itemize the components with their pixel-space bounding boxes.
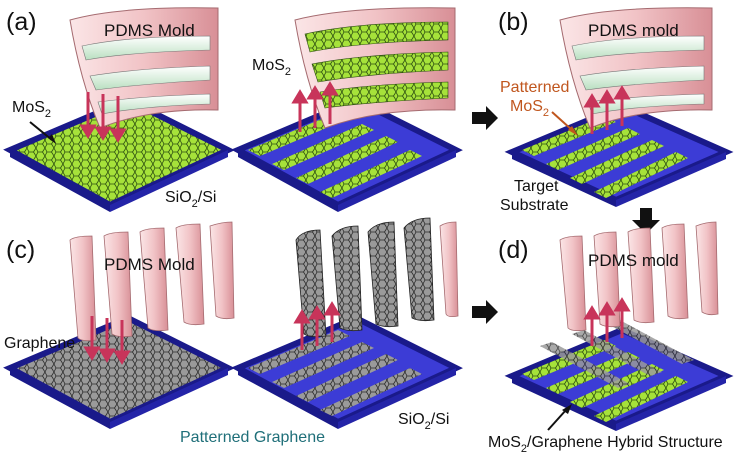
target-label: Target (514, 178, 559, 195)
panel-b: (b) PDMS mold Patterned MoS2 Target Subs… (498, 7, 734, 214)
mos2-label-a: MoS2 (12, 99, 51, 120)
substrate-side-a (10, 150, 110, 212)
patterned-mos2-label: Patterned (500, 79, 569, 96)
press-arrows-icon (83, 316, 131, 365)
pointer-arrow-b (551, 111, 573, 131)
mos2-strip-d (594, 376, 688, 422)
transfer-arrow-icon (632, 208, 660, 234)
graphene-label: Graphene (4, 335, 75, 352)
substrate-label-b: Substrate (500, 197, 569, 214)
mold-label-a: PDMS Mold (104, 21, 195, 40)
mos2-label-a2: MoS2 (252, 57, 291, 78)
graphene-strip (272, 342, 374, 388)
panel-a-left: (a) PDMS Mold MoS2 SiO2/Si (3, 7, 235, 212)
panel-letter-b: (b) (498, 8, 529, 36)
substrate-label-a: SiO2/Si (165, 189, 216, 210)
patterned-mos2-strip (570, 140, 664, 184)
graphene-strip (296, 354, 398, 402)
panel-letter-d: (d) (498, 236, 529, 264)
mos2-strip (272, 124, 374, 170)
graphene-strip-d (572, 330, 662, 376)
transfer-arrow-icon (472, 300, 498, 324)
hybrid-structure-label: MoS2/Graphene Hybrid Structure (488, 434, 723, 455)
press-arrows-icon (293, 301, 341, 350)
graphene-strip-d (540, 342, 630, 388)
transfer-arrow-icon (472, 106, 498, 130)
mold-label-b: PDMS mold (588, 21, 679, 40)
substrate-front-a (110, 150, 228, 212)
panel-a-right: MoS2 (231, 7, 463, 212)
patterned-graphene-label: Patterned Graphene (180, 429, 325, 446)
patterned-mos2-strip (594, 152, 688, 198)
mos2-strip (296, 136, 398, 184)
pointer-arrow-a (29, 121, 53, 141)
panel-c-right: SiO2/Si Patterned Graphene (180, 217, 463, 446)
pdms-mold-c (69, 221, 235, 342)
patterned-mos2-strip (546, 128, 640, 170)
graphene-strip (320, 368, 422, 416)
pdms-mold-a (69, 7, 219, 129)
panel-d: (d) PDMS mold MoS2/Graphene Hybrid Struc… (488, 221, 734, 455)
graphene-strip-d (604, 318, 694, 364)
panel-letter-c: (c) (6, 236, 35, 264)
pdms-mold-a2 (294, 7, 456, 129)
mos2-strip (320, 150, 422, 198)
press-arrows-icon (583, 85, 631, 134)
substrate-label-c: SiO2/Si (398, 411, 449, 432)
press-arrows-icon (583, 297, 631, 346)
panel-letter-a: (a) (6, 8, 37, 36)
press-arrows-icon (79, 92, 127, 143)
panel-c-left: (c) PDMS Mold Graphene (3, 221, 235, 429)
mold-label-c: PDMS Mold (104, 255, 195, 274)
patterned-mos2-label-2: MoS2 (510, 98, 549, 119)
pointer-arrow-d (547, 409, 567, 431)
mold-label-d: PDMS mold (588, 251, 679, 270)
pdms-mold-d (559, 221, 719, 332)
graphene-strip (248, 330, 350, 374)
press-arrows-icon (291, 81, 339, 132)
